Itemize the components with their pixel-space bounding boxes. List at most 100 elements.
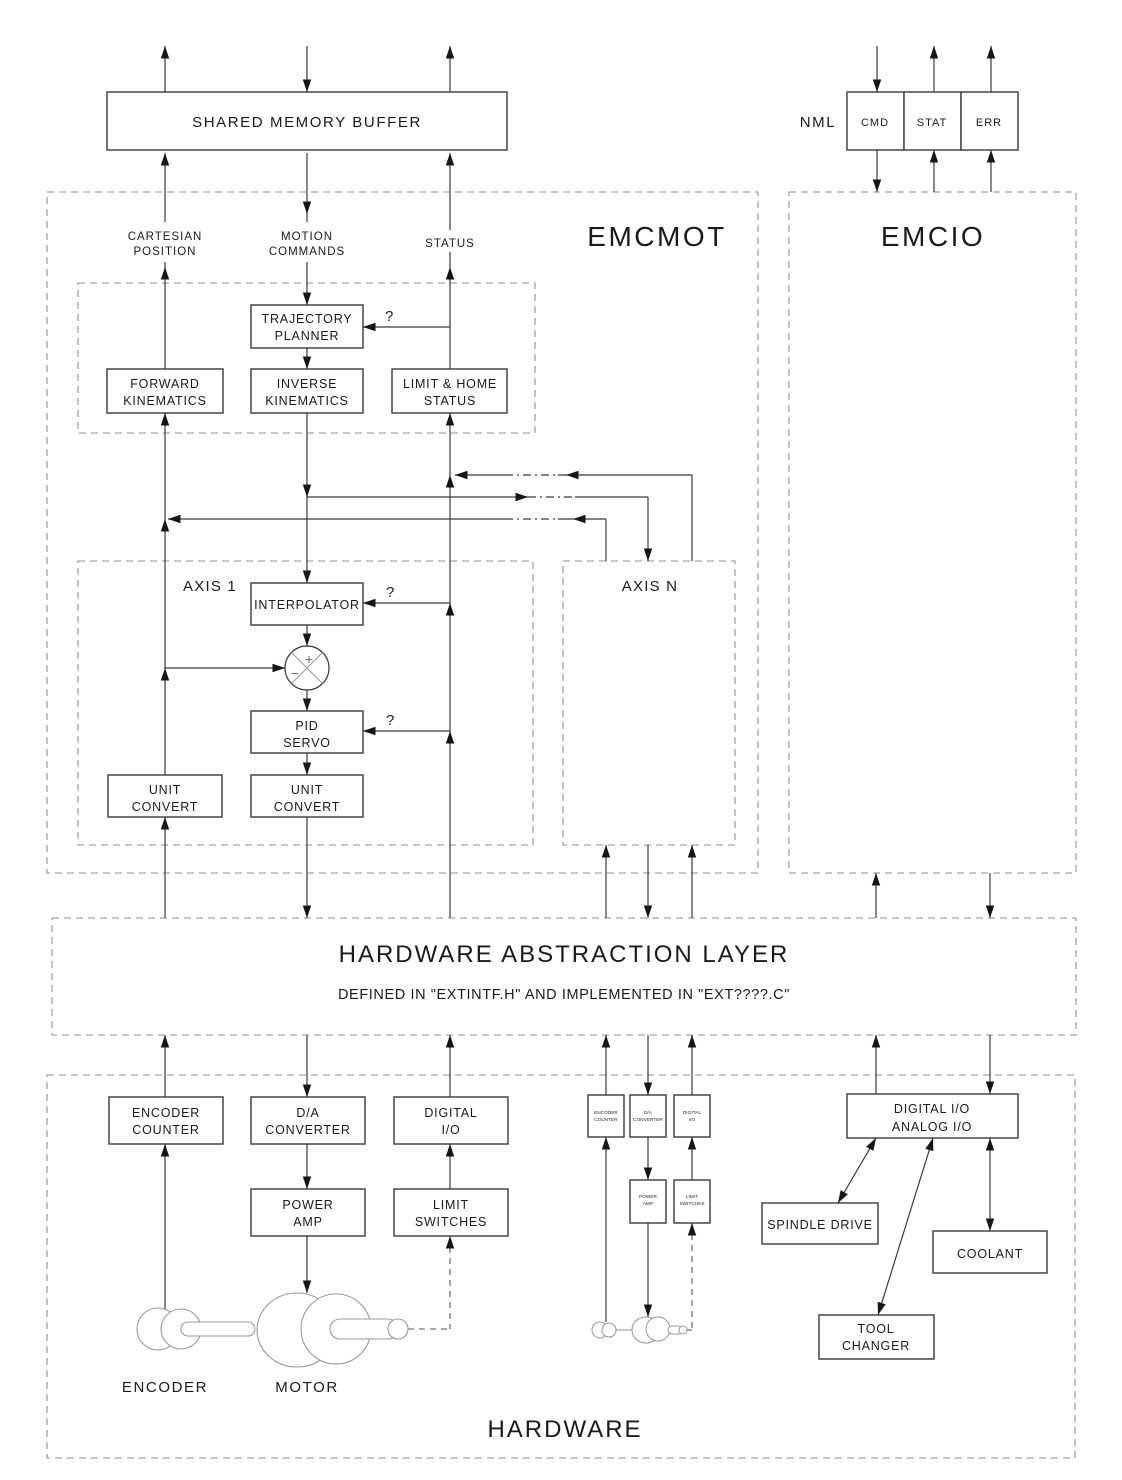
unit-convert-left-label: UNIT bbox=[149, 783, 181, 797]
coolant-label: COOLANT bbox=[957, 1247, 1023, 1261]
unit-convert-left-label2: CONVERT bbox=[132, 800, 199, 814]
da-converter-label2: CONVERTER bbox=[265, 1123, 350, 1137]
emcmot-section-label: EMCMOT bbox=[587, 221, 726, 252]
tool-changer-label: TOOL bbox=[857, 1322, 894, 1336]
box-nml-stat bbox=[903, 91, 962, 151]
emcio-section-label: EMCIO bbox=[881, 221, 985, 252]
box-coolant bbox=[932, 1230, 1048, 1274]
box-interpolator bbox=[250, 582, 364, 626]
mini-encoder-counter-label: ENCODER bbox=[594, 1110, 618, 1115]
axis1-group-border bbox=[77, 560, 534, 846]
sum-minus-sign: − bbox=[291, 665, 299, 681]
box-inverse-kinematics bbox=[250, 368, 364, 414]
box-unit-convert-output bbox=[250, 774, 364, 818]
trajectory-planner-label2: PLANNER bbox=[275, 329, 340, 343]
box-unit-convert-position bbox=[107, 774, 223, 818]
nml-label: NML bbox=[800, 114, 836, 131]
box-mini-power-amp bbox=[629, 1179, 667, 1224]
hal-section-border bbox=[51, 917, 1077, 1036]
hardware-section-label: HARDWARE bbox=[487, 1416, 642, 1443]
nml-stat-label: STAT bbox=[917, 117, 947, 129]
unit-convert-mid-label: UNIT bbox=[291, 783, 323, 797]
sum-plus-sign: + bbox=[305, 651, 313, 667]
box-mini-encoder-counter bbox=[587, 1094, 625, 1138]
mini-digital-io-label: DIGITAL bbox=[683, 1110, 702, 1115]
box-mini-limit-switches bbox=[673, 1179, 711, 1224]
box-pid-servo bbox=[250, 710, 364, 754]
hardware-section-border bbox=[46, 1074, 1076, 1459]
axisn-label: AXIS N bbox=[622, 578, 678, 595]
box-trajectory-planner bbox=[250, 304, 364, 349]
question-mark-interpolator: ? bbox=[386, 584, 394, 601]
cartesian-position-label: CARTESIAN bbox=[128, 231, 203, 243]
pid-servo-label: PID bbox=[295, 719, 318, 733]
digital-analog-io-label2: ANALOG I/O bbox=[892, 1120, 972, 1134]
box-forward-kinematics bbox=[106, 368, 224, 414]
motor-shaft-end bbox=[387, 1318, 409, 1340]
box-digital-io bbox=[393, 1096, 509, 1145]
box-shared-memory-buffer bbox=[106, 91, 508, 151]
motion-commands-label: MOTION bbox=[281, 231, 333, 243]
status-label: STATUS bbox=[425, 238, 475, 250]
power-amp-label: POWER bbox=[282, 1198, 333, 1212]
axisn-group-border bbox=[562, 560, 736, 846]
diagram-boxes bbox=[106, 91, 1048, 1360]
emcio-section-border bbox=[788, 191, 1077, 874]
mini-limit-switches-label2: SWITCHES bbox=[679, 1201, 704, 1206]
box-da-converter bbox=[250, 1096, 366, 1145]
axis1-label: AXIS 1 bbox=[183, 578, 237, 595]
mini-encoder-counter-label2: COUNTER bbox=[594, 1117, 618, 1122]
mini-motor-shaft-end bbox=[678, 1325, 688, 1335]
inverse-kinematics-label2: KINEMATICS bbox=[265, 394, 348, 408]
mini-motor-body-front bbox=[645, 1316, 671, 1342]
inverse-kinematics-label: INVERSE bbox=[277, 377, 337, 391]
box-limit-home-status bbox=[391, 368, 508, 414]
nml-err-label: ERR bbox=[976, 117, 1002, 129]
summing-junction bbox=[284, 645, 330, 691]
box-encoder-counter bbox=[108, 1096, 224, 1145]
box-mini-digital-io bbox=[673, 1094, 711, 1138]
question-mark-pid: ? bbox=[386, 712, 394, 729]
status-tap-connectors bbox=[363, 326, 450, 732]
box-digital-analog-io bbox=[846, 1093, 1019, 1139]
limit-switches-label: LIMIT bbox=[433, 1198, 469, 1212]
mini-limit-switches-label: LIMIT bbox=[686, 1194, 698, 1199]
axis1-motor-drawing bbox=[136, 1292, 409, 1368]
tool-changer-label2: CHANGER bbox=[842, 1339, 910, 1353]
box-limit-switches bbox=[393, 1188, 509, 1237]
encoder-counter-label2: COUNTER bbox=[132, 1123, 199, 1137]
encoder-counter-label: ENCODER bbox=[132, 1106, 200, 1120]
limit-home-status-label: LIMIT & HOME bbox=[403, 377, 497, 391]
box-spindle-drive bbox=[761, 1202, 879, 1245]
emcmot-section-border bbox=[46, 191, 759, 874]
axisn-hardware-connectors bbox=[605, 845, 693, 1331]
box-power-amp bbox=[250, 1188, 366, 1237]
mini-da-converter-label2: CONVERTER bbox=[633, 1117, 663, 1122]
encoder-caption: ENCODER bbox=[122, 1379, 208, 1396]
digital-analog-io-label: DIGITAL I/O bbox=[894, 1102, 970, 1116]
mini-da-converter-label: D/A bbox=[644, 1110, 653, 1115]
nml-cmd-label: CMD bbox=[861, 117, 889, 129]
motion-commands-label2: COMMANDS bbox=[269, 246, 345, 258]
hal-title: HARDWARE ABSTRACTION LAYER bbox=[339, 941, 790, 968]
digital-io-label: DIGITAL bbox=[424, 1106, 477, 1120]
box-nml-err bbox=[960, 91, 1019, 151]
motor-caption: MOTOR bbox=[275, 1379, 339, 1396]
pid-servo-label2: SERVO bbox=[283, 736, 331, 750]
axisn-motor-drawing bbox=[591, 1316, 688, 1344]
unit-convert-mid-label2: CONVERT bbox=[274, 800, 341, 814]
mini-digital-io-label2: I/O bbox=[689, 1117, 696, 1122]
box-tool-changer bbox=[818, 1314, 935, 1360]
digital-io-label2: I/O bbox=[441, 1123, 460, 1137]
power-amp-label2: AMP bbox=[293, 1215, 323, 1229]
trajectory-planner-label: TRAJECTORY bbox=[262, 312, 353, 326]
shared-memory-buffer-label: SHARED MEMORY BUFFER bbox=[192, 114, 422, 131]
question-mark-trajectory: ? bbox=[385, 308, 393, 325]
mini-encoder-disc-front bbox=[601, 1322, 617, 1338]
mini-power-amp-label: POWER bbox=[639, 1194, 657, 1199]
axis-crossbar-connectors bbox=[165, 474, 693, 669]
encoder-shaft bbox=[180, 1321, 256, 1337]
forward-kinematics-label: FORWARD bbox=[130, 377, 200, 391]
